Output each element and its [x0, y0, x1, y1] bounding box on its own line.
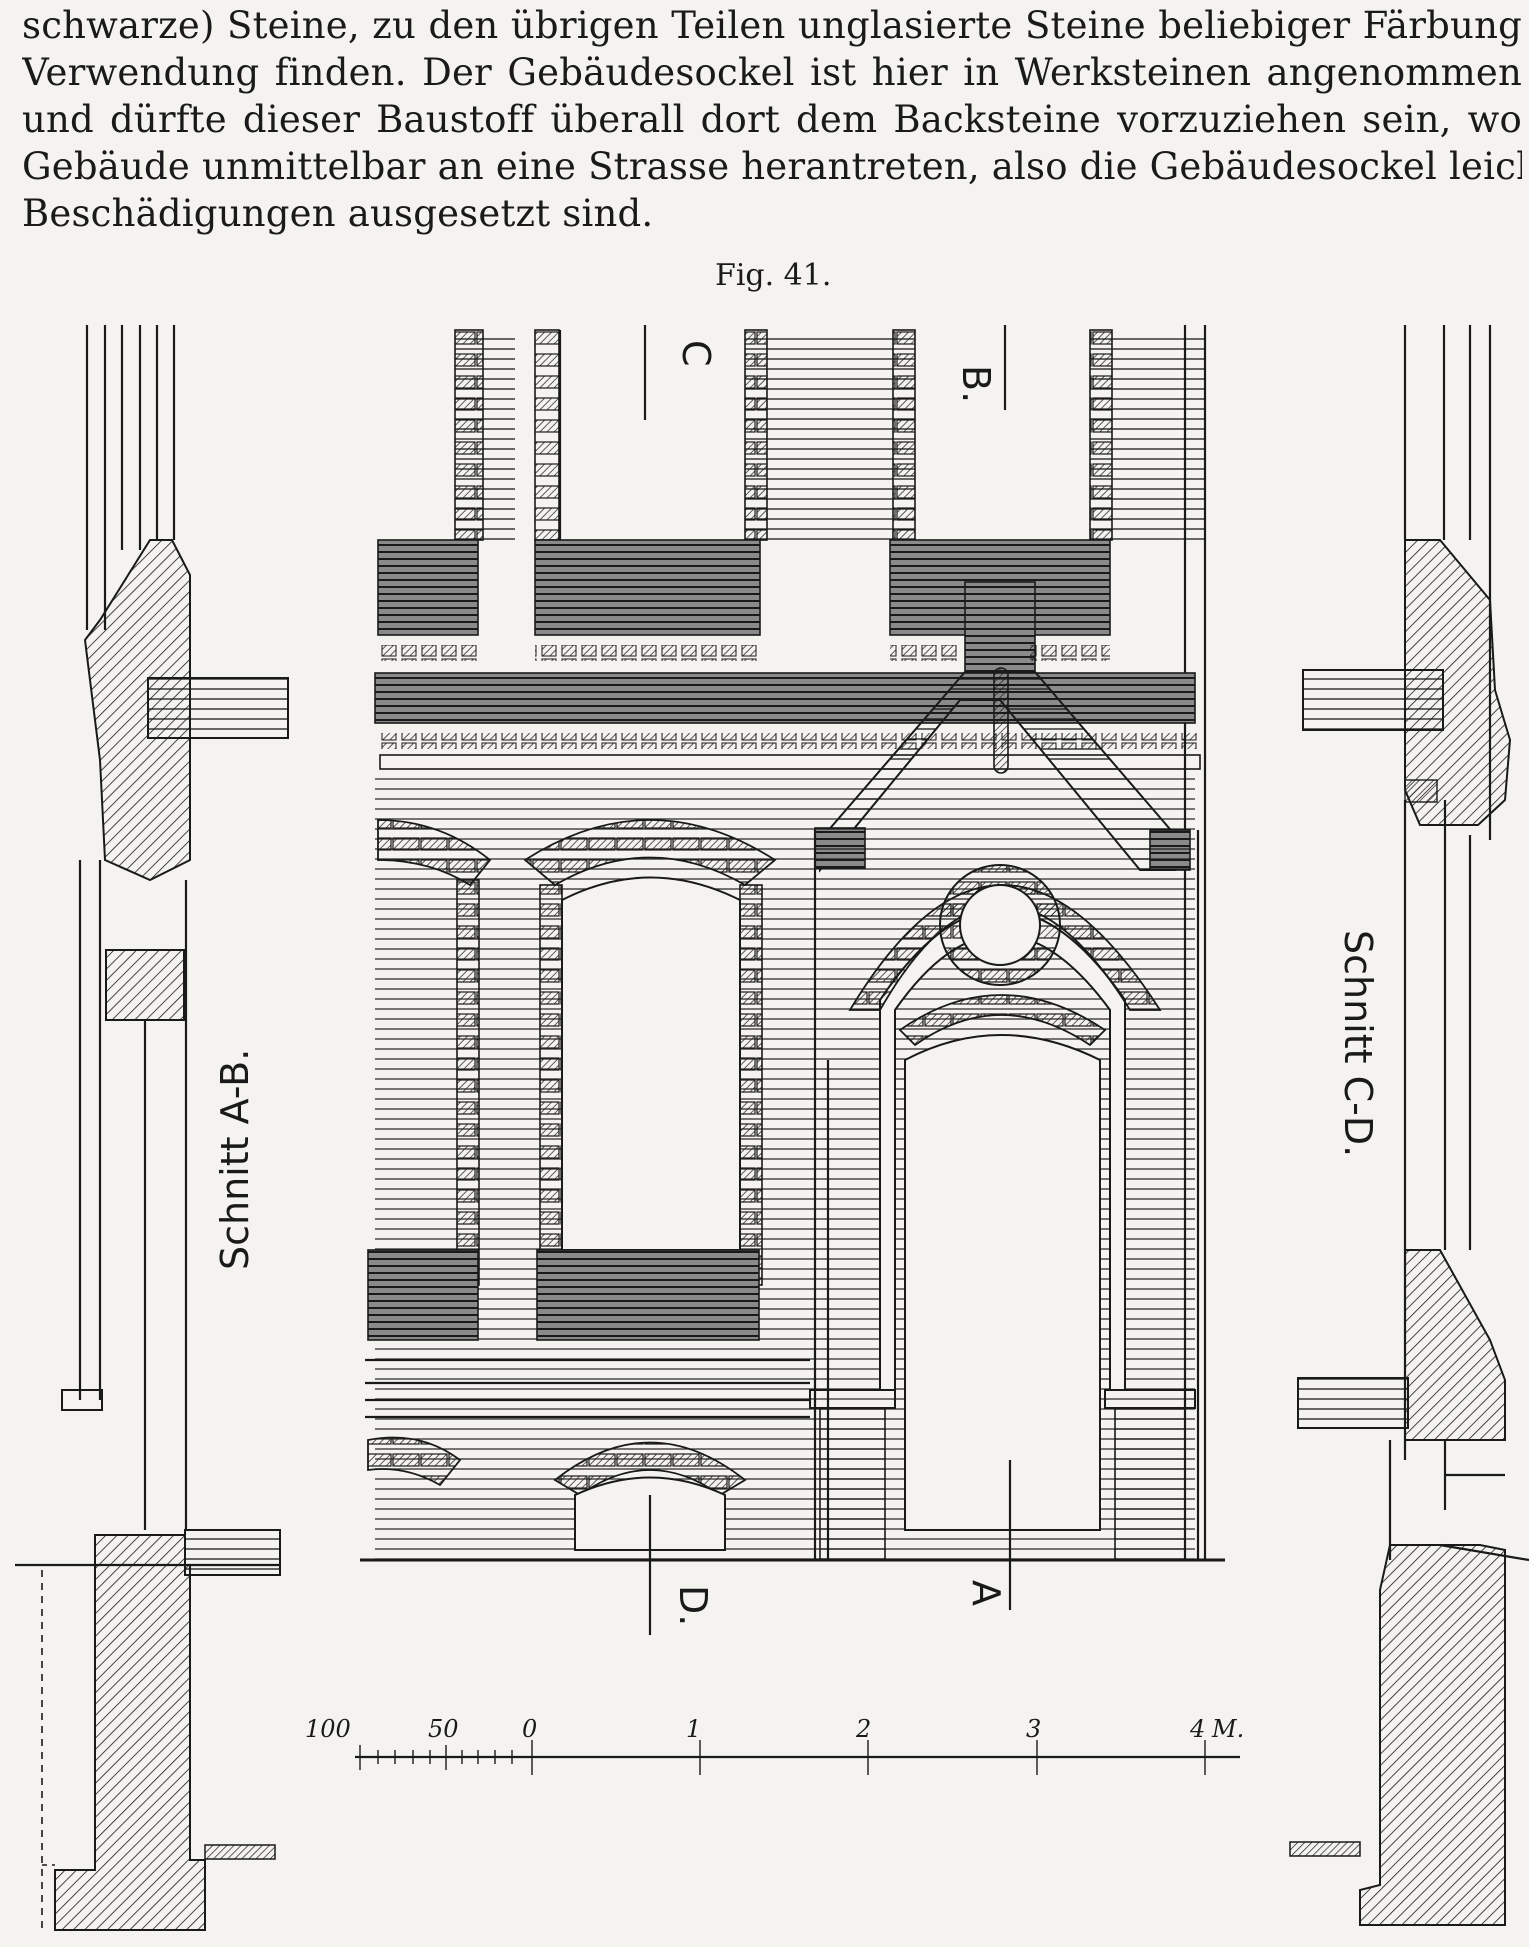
scale-tick-label: 100 — [305, 1715, 351, 1743]
text-line: und dürfte dieser Baustoff überall dort … — [22, 98, 1522, 141]
scale-tick-label: 2 — [855, 1715, 871, 1743]
text-line: Beschädigungen ausgesetzt sind. — [22, 192, 654, 235]
scale-bar: 100 50 0 1 2 3 4 M. — [305, 1715, 1244, 1775]
section-ab-label: Schnitt A-B. — [213, 1049, 257, 1270]
text-line: Verwendung finden. Der Gebäudesockel ist… — [22, 51, 1522, 94]
cut-marker-a: A — [964, 1580, 1008, 1606]
figure-caption: Fig. 41. — [715, 258, 832, 293]
scale-tick-label: 4 — [1189, 1715, 1205, 1743]
scale-tick-label: 0 — [522, 1715, 537, 1743]
text-line: Gebäude unmittelbar an eine Strasse hera… — [22, 145, 1522, 188]
cut-marker-b: B. — [954, 365, 998, 403]
cut-marker-d: D. — [671, 1585, 715, 1626]
section-ab-drawing: Schnitt A-B. — [15, 325, 289, 1931]
scale-tick-label: 1 — [686, 1715, 701, 1743]
text-line: schwarze) Steine, zu den übrigen Teilen … — [22, 4, 1522, 47]
cut-marker-c: C — [674, 340, 718, 367]
facade-elevation: C B. D. A — [360, 325, 1225, 1635]
section-cd-label: Schnitt C-D. — [1336, 930, 1380, 1157]
body-text: schwarze) Steine, zu den übrigen Teilen … — [22, 2, 1522, 237]
scale-unit-label: M. — [1211, 1715, 1244, 1743]
scale-tick-label: 50 — [428, 1715, 459, 1743]
section-cd-drawing: Schnitt C-D. — [1289, 325, 1529, 1926]
scale-tick-label: 3 — [1026, 1715, 1041, 1743]
